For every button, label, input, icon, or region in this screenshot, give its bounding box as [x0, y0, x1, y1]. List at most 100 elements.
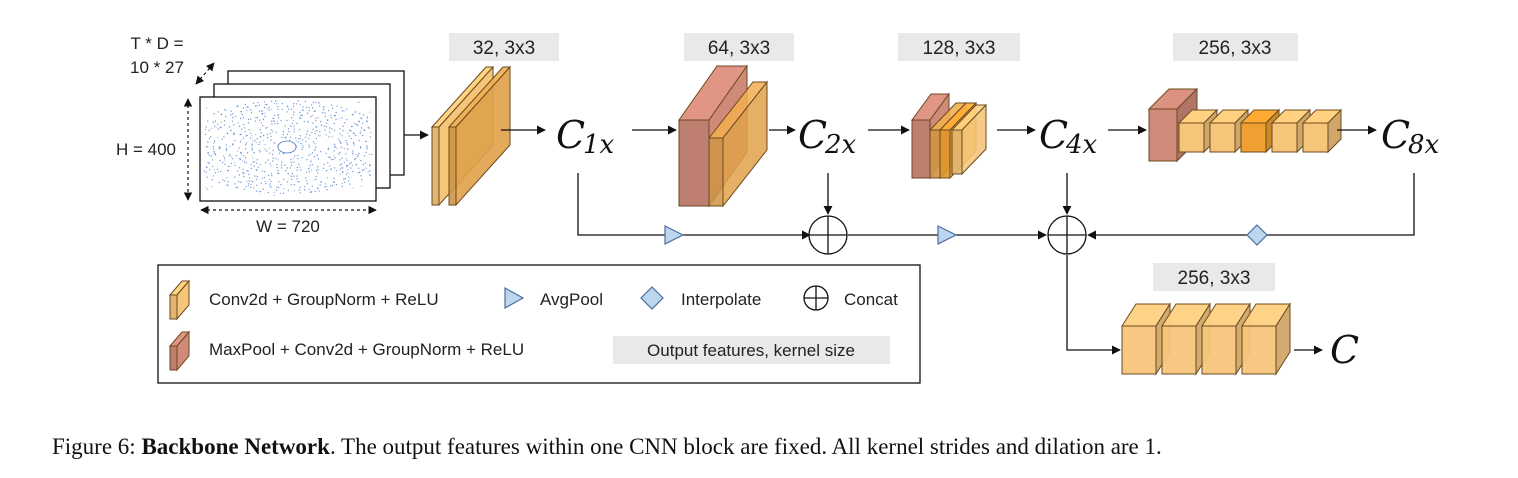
lidar-point — [358, 120, 360, 123]
lidar-point — [314, 149, 316, 151]
lidar-point — [360, 185, 362, 187]
lidar-point — [349, 183, 351, 185]
lidar-point — [355, 157, 357, 160]
lidar-point — [339, 128, 341, 130]
lidar-point — [265, 182, 267, 185]
lidar-point — [341, 117, 343, 119]
lidar-point — [319, 151, 322, 153]
lidar-point — [207, 152, 209, 154]
lidar-point — [315, 101, 317, 104]
lidar-point — [341, 166, 343, 168]
lidar-point — [282, 133, 284, 136]
lidar-point — [315, 117, 317, 120]
ego-vehicle — [277, 140, 297, 154]
head-tag-box — [1153, 263, 1275, 291]
lidar-point — [270, 135, 272, 138]
lidar-point — [359, 112, 361, 115]
lidar-point — [273, 102, 276, 104]
lidar-point — [213, 125, 216, 128]
lidar-point — [290, 161, 292, 163]
lidar-point — [329, 157, 331, 159]
lidar-point — [295, 103, 298, 105]
lidar-point — [366, 116, 369, 118]
lidar-point — [301, 114, 303, 117]
lidar-point — [248, 173, 250, 176]
lidar-point — [282, 131, 285, 133]
lidar-point — [320, 124, 323, 126]
stage3-tag: 128, 3x3 — [898, 33, 1020, 61]
lidar-point — [285, 170, 287, 172]
lidar-point — [351, 164, 353, 166]
lidar-point — [262, 118, 265, 121]
lidar-point — [208, 162, 210, 165]
lidar-point — [360, 117, 362, 119]
lidar-point — [260, 110, 262, 112]
lidar-point — [346, 108, 348, 110]
lidar-point — [225, 109, 227, 111]
lidar-point — [272, 149, 274, 152]
lidar-point — [220, 170, 222, 172]
lidar-point — [333, 167, 335, 169]
lidar-point — [225, 144, 228, 146]
lidar-point — [317, 135, 319, 137]
head-tag: 256, 3x3 — [1153, 263, 1275, 291]
lidar-point — [268, 147, 270, 149]
lidar-point — [267, 136, 269, 139]
lidar-point — [244, 103, 247, 106]
lidar-point — [341, 167, 344, 169]
lidar-point — [257, 101, 259, 104]
lidar-point — [204, 128, 206, 130]
lidar-point — [264, 112, 266, 114]
lidar-point — [293, 184, 296, 186]
output-c1x-subscript: 1x — [583, 130, 615, 160]
lidar-point — [338, 153, 340, 155]
lidar-point — [250, 164, 252, 166]
lidar-point — [332, 181, 335, 183]
lidar-point — [287, 128, 290, 130]
lidar-point — [214, 140, 216, 142]
lidar-point — [266, 108, 268, 110]
lidar-point — [293, 190, 295, 192]
lidar-point — [322, 109, 325, 111]
lidar-point — [311, 152, 314, 154]
lidar-point — [305, 177, 307, 179]
lidar-point — [262, 188, 264, 190]
lidar-point — [337, 138, 339, 140]
lidar-point — [297, 141, 299, 143]
avgpool-icon — [937, 225, 958, 245]
lidar-point — [293, 161, 295, 163]
lidar-point — [287, 108, 290, 110]
lidar-point — [252, 140, 254, 142]
lidar-point — [297, 100, 299, 102]
height-label: H = 400 — [116, 140, 176, 159]
lidar-point — [311, 169, 313, 171]
lidar-point — [267, 159, 269, 161]
lidar-point — [222, 179, 224, 181]
depth-label-line2: 10 * 27 — [130, 58, 184, 77]
lidar-point — [281, 161, 283, 163]
lidar-point — [291, 172, 293, 175]
lidar-point — [251, 145, 253, 147]
maxpool-block-swatch — [168, 330, 191, 372]
lidar-point — [218, 147, 220, 149]
avgpool-icon — [504, 286, 525, 310]
lidar-point — [266, 133, 269, 135]
lidar-point — [295, 140, 297, 142]
lidar-point — [334, 157, 336, 159]
lidar-point — [311, 107, 314, 109]
conv-block — [950, 103, 988, 176]
lidar-point — [221, 138, 223, 140]
lidar-point — [253, 187, 255, 189]
lidar-point — [339, 168, 342, 170]
lidar-point — [336, 105, 338, 108]
lidar-point — [369, 174, 371, 176]
lidar-point — [286, 133, 289, 136]
lidar-point — [312, 128, 314, 130]
lidar-point — [297, 157, 299, 160]
lidar-point — [304, 136, 307, 138]
lidar-point — [315, 137, 318, 140]
lidar-point — [205, 166, 208, 168]
lidar-point — [346, 119, 348, 121]
lidar-point — [255, 117, 257, 119]
